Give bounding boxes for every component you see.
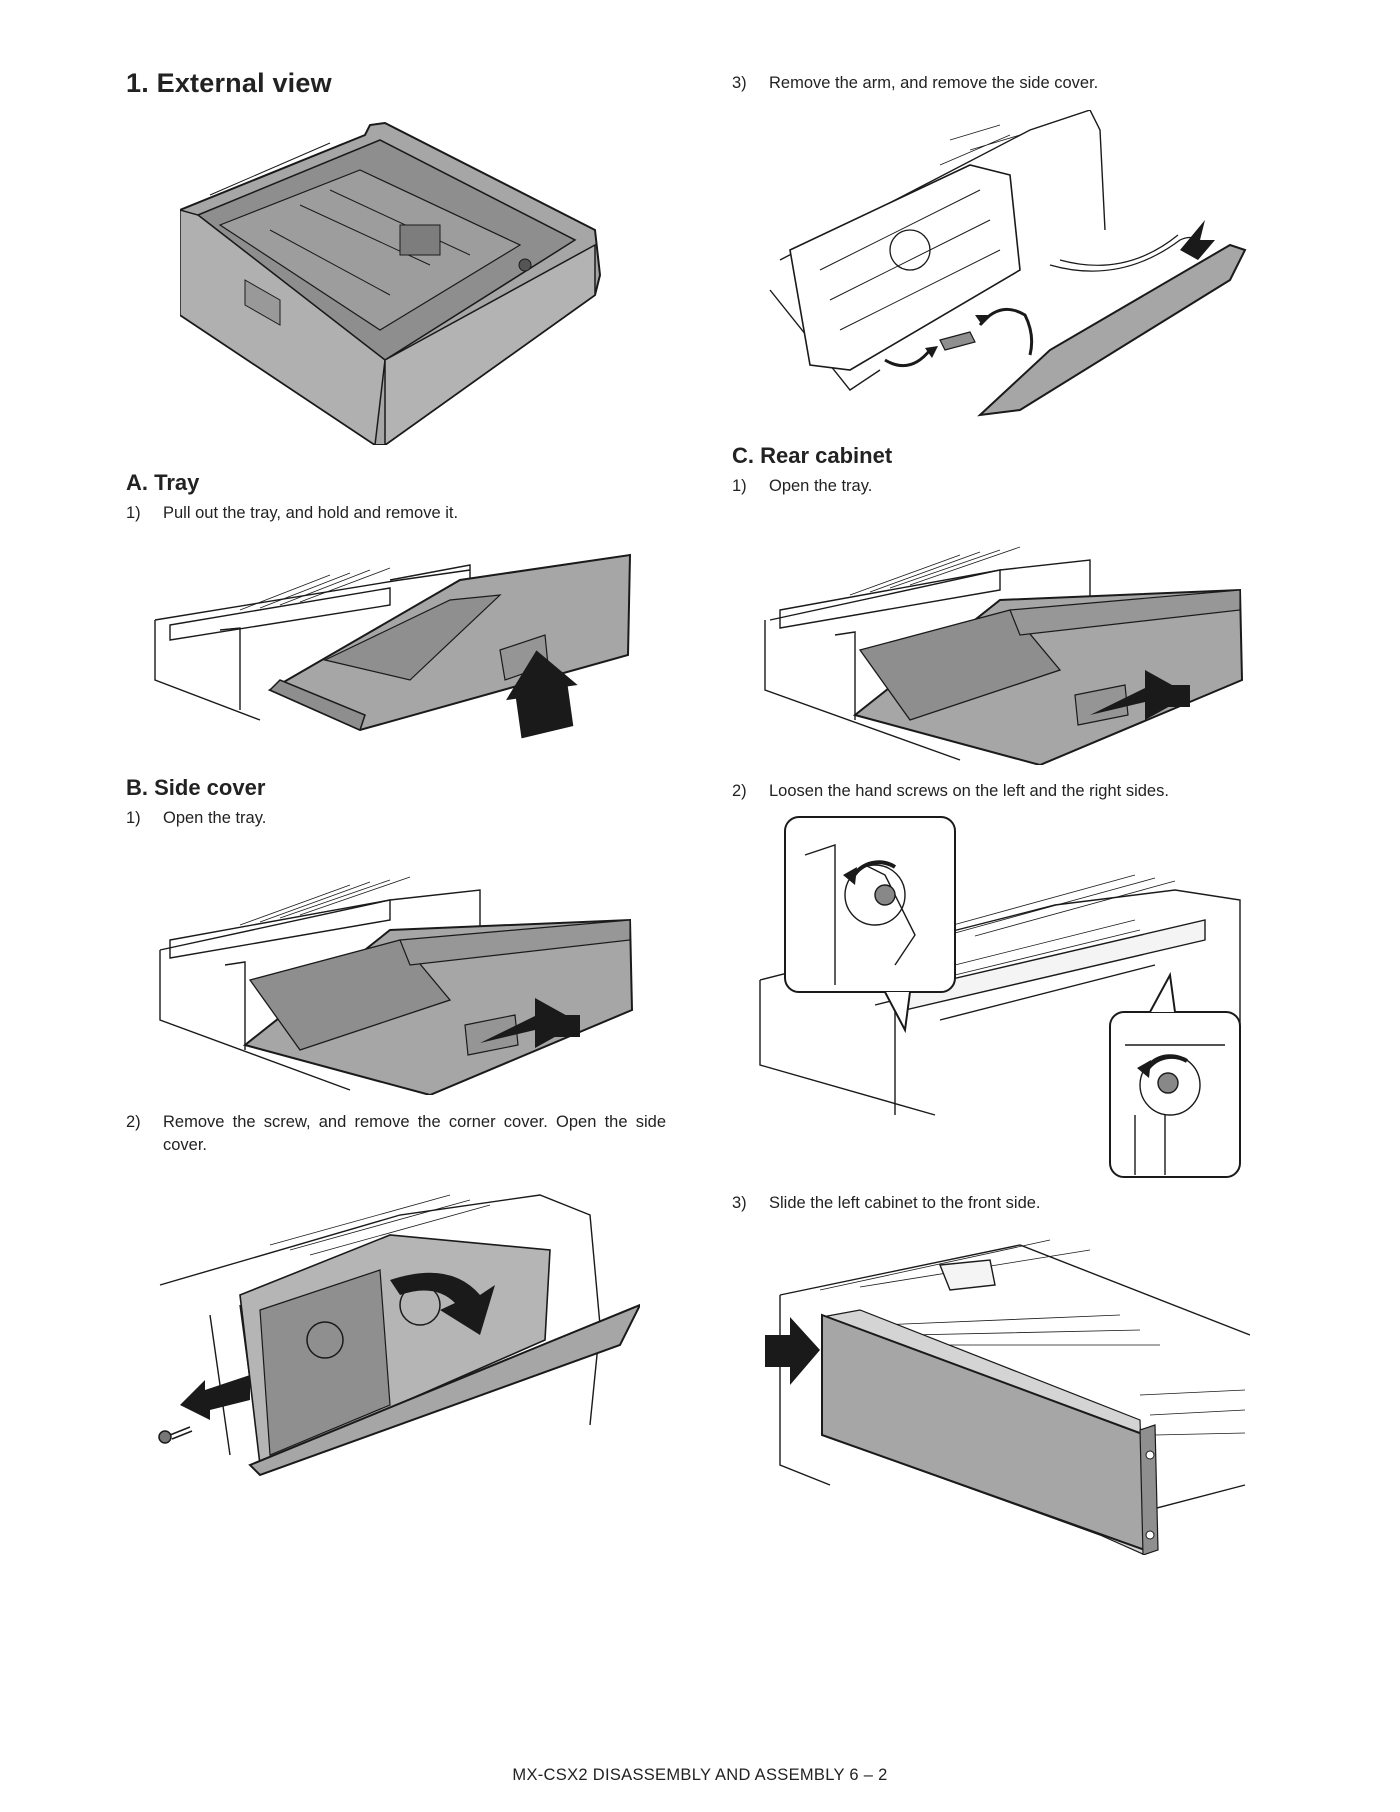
rear-cabinet-step-1: 1) Open the tray. — [732, 475, 1272, 498]
external-view-illustration — [180, 115, 610, 445]
step-text: Loosen the hand screws on the left and t… — [769, 782, 1169, 800]
arm-removal-illustration — [760, 110, 1250, 420]
step-number: 1) — [126, 504, 141, 522]
section-heading-rear-cabinet: C. Rear cabinet — [732, 443, 893, 468]
side-cover-step-2: 2) Remove the screw, and remove the corn… — [126, 1111, 666, 1157]
step-number: 3) — [732, 74, 747, 92]
step-number: 1) — [732, 477, 747, 495]
open-tray-illustration-rear-cabinet — [760, 515, 1250, 765]
step-number: 3) — [732, 1194, 747, 1212]
step-text: Slide the left cabinet to the front side… — [769, 1194, 1041, 1212]
step-number: 2) — [126, 1113, 141, 1131]
step-text: Remove the arm, and remove the side cove… — [769, 74, 1099, 92]
side-cover-step-3: 3) Remove the arm, and remove the side c… — [732, 72, 1272, 95]
step-text: Open the tray. — [769, 477, 873, 495]
step-text: Pull out the tray, and hold and remove i… — [163, 504, 459, 522]
tray-step-1: 1) Pull out the tray, and hold and remov… — [126, 502, 666, 525]
page-footer: MX-CSX2 DISASSEMBLY AND ASSEMBLY 6 – 2 — [512, 1766, 888, 1784]
page-title: 1. External view — [126, 68, 332, 98]
step-number: 2) — [732, 782, 747, 800]
tray-removal-illustration — [150, 540, 640, 750]
corner-cover-removal-illustration — [150, 1175, 640, 1480]
rear-cabinet-step-3: 3) Slide the left cabinet to the front s… — [732, 1192, 1272, 1215]
section-heading-side-cover: B. Side cover — [126, 775, 266, 800]
open-tray-illustration-side-cover — [150, 840, 640, 1095]
step-text: Open the tray. — [163, 809, 267, 827]
step-text: Remove the screw, and remove the corner … — [163, 1113, 666, 1154]
rear-cabinet-step-2: 2) Loosen the hand screws on the left an… — [732, 780, 1272, 803]
side-cover-step-1: 1) Open the tray. — [126, 807, 666, 830]
hand-screws-illustration — [755, 815, 1250, 1180]
step-number: 1) — [126, 809, 141, 827]
section-heading-tray: A. Tray — [126, 470, 200, 495]
left-cabinet-slide-illustration — [760, 1235, 1250, 1555]
